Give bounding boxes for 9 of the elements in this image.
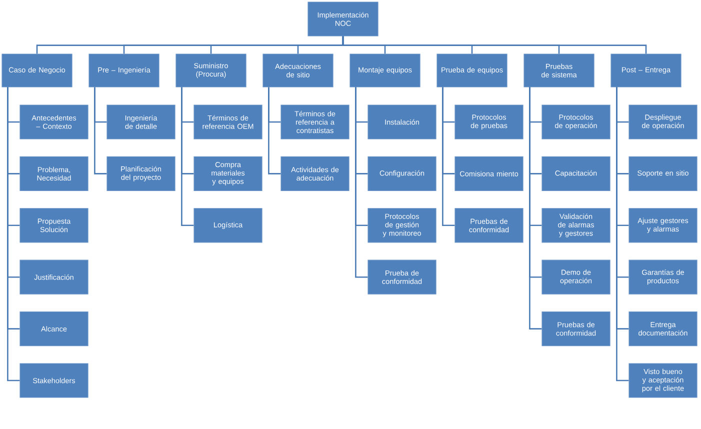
connector-line	[7, 87, 20, 382]
connector-line	[442, 87, 455, 226]
connector-line	[355, 87, 368, 278]
connector-line	[529, 87, 542, 330]
connector-line	[268, 87, 281, 174]
connector-line	[342, 36, 647, 54]
connector-line	[181, 87, 194, 226]
connector-line	[616, 87, 629, 382]
connector-line	[94, 87, 107, 174]
